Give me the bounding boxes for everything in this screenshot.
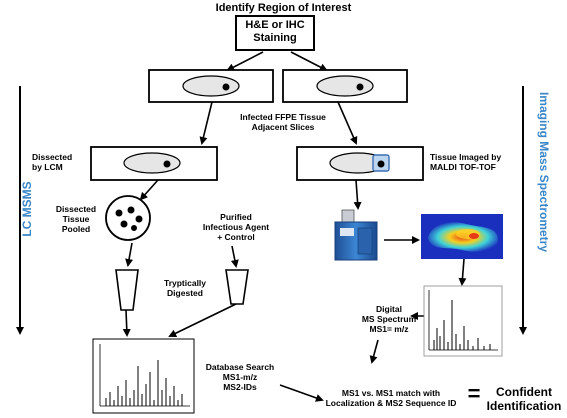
- label-confident-identification: Confident Identification: [486, 385, 562, 413]
- arrow-db-to-match: [279, 384, 324, 402]
- arrow-slide-to-maldi: [337, 101, 358, 145]
- digest-tubes: [115, 269, 249, 311]
- label-dissected-pooled: Dissected Tissue Pooled: [55, 204, 97, 234]
- arrow-tube-to-spectrum: [122, 309, 131, 337]
- label-infected-ffpe: Infected FFPE Tissue Adjacent Slices: [240, 112, 326, 132]
- tissue-lcm: [123, 152, 181, 174]
- roi-dot-lcm: [163, 160, 171, 168]
- label-equals: =: [467, 381, 481, 406]
- tube-left: [115, 269, 139, 311]
- slide-left: [148, 69, 274, 103]
- tissue-slides: [90, 69, 424, 181]
- arrow-pooled-to-tube: [125, 242, 134, 267]
- roi-dot-maldi: [377, 160, 385, 168]
- tissue-right: [316, 75, 374, 97]
- pool-circle: [105, 195, 151, 241]
- ms-spectrum: [423, 285, 503, 357]
- arrow-stain-right: [290, 51, 328, 71]
- arrow-agent-to-tube: [230, 245, 239, 268]
- roi-dot-left: [222, 83, 230, 91]
- tube-right: [225, 269, 249, 305]
- ms-image-heatmap: [421, 214, 503, 259]
- tissue-left: [182, 75, 240, 97]
- staining-label: H&E or IHC Staining: [245, 19, 305, 44]
- staining-box: H&E or IHC Staining: [235, 15, 315, 51]
- diagram-title: Identify Region of Interest: [215, 2, 352, 14]
- label-tryptically-digested: Tryptically Digested: [163, 278, 207, 298]
- label-purified-agent: Purified Infectious Agent + Control: [202, 212, 270, 242]
- arrow-stain-left: [226, 51, 264, 71]
- pooled-tissue: [105, 195, 151, 241]
- arrow-heatmap-to-msspectrum: [458, 258, 467, 286]
- maldi-instrument: [334, 209, 378, 261]
- roi-dot-right: [356, 83, 364, 91]
- side-label-lc-msms: LC MSMS: [20, 181, 34, 237]
- msms-spectrum: [92, 338, 195, 414]
- label-database-search: Database Search MS1-m/z MS2-IDs: [205, 362, 275, 392]
- arrow-slide-to-lcm: [199, 101, 213, 145]
- label-dissected-lcm: Dissected by LCM: [32, 152, 73, 172]
- label-digital-ms: Digital MS Spectrum MS1= m/z: [361, 304, 417, 334]
- arrow-to-pooled: [139, 179, 159, 201]
- arrow-agent-tube-to-spectrum: [168, 303, 237, 337]
- label-ms1-match: MS1 vs. MS1 match with Localization & MS…: [325, 388, 457, 408]
- label-tissue-imaged: Tissue Imaged by MALDI TOF-TOF: [430, 152, 502, 172]
- side-label-imaging-ms: Imaging Mass Spectrometry: [537, 91, 551, 253]
- arrow-digital-to-match: [369, 339, 379, 364]
- arrow-maldi-to-instrument: [353, 179, 362, 210]
